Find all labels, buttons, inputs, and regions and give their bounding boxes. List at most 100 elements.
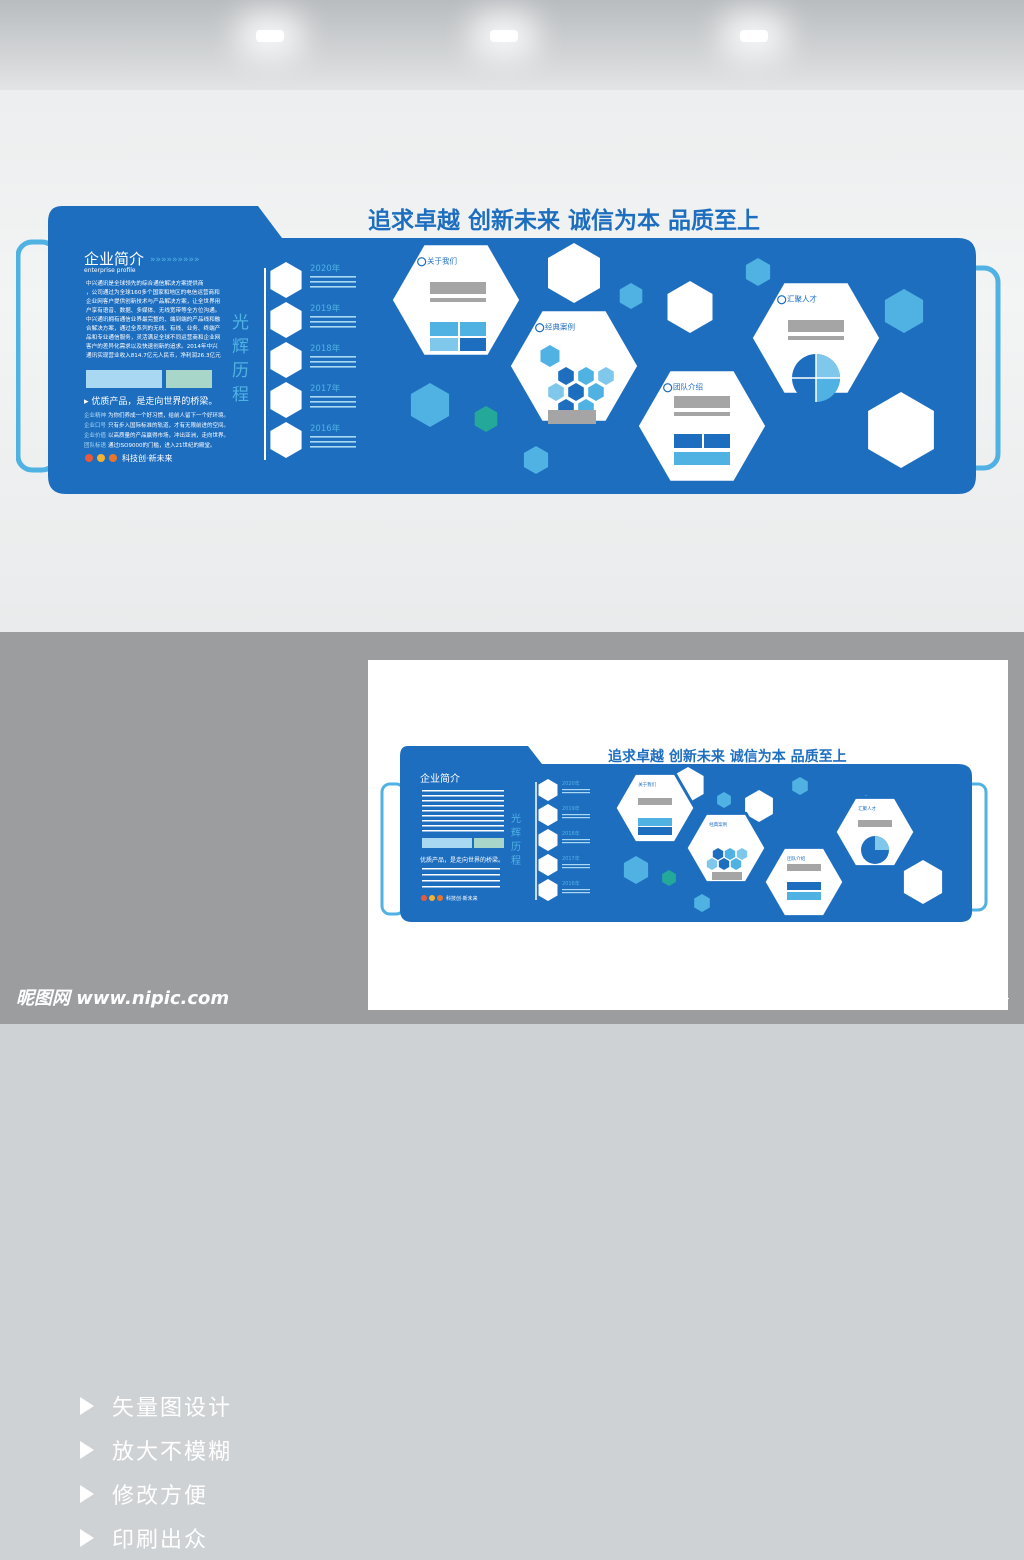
quality-text: 通过ISO9000的门槛，进入21世纪的殿堂。 xyxy=(108,441,215,449)
intro-line: 通讯实现营业收入814.7亿元人民币，净利润26.3亿元 xyxy=(86,351,221,359)
timeline-year: 2018年 xyxy=(562,830,580,837)
timeline-text-line xyxy=(310,321,356,323)
section-hexagon xyxy=(505,306,643,426)
timeline-hexagon xyxy=(270,422,302,458)
timeline-text-line xyxy=(310,276,356,278)
section-label: 经典案例 xyxy=(545,322,575,332)
decorative-hexagon xyxy=(884,289,924,333)
timeline-hexagon xyxy=(270,342,302,378)
svg-text:汇聚人才: 汇聚人才 xyxy=(858,805,876,812)
feature-item: 矢量图设计 xyxy=(80,1384,232,1428)
decorative-hexagon xyxy=(410,383,450,427)
badge-icon xyxy=(97,454,105,462)
history-title: 光 辉 历 程 xyxy=(232,313,249,405)
section-icon xyxy=(663,383,673,393)
slogan: 追求卓越 创新未来 诚信为本 品质至上 xyxy=(368,207,760,234)
svg-text:历: 历 xyxy=(511,841,521,853)
badge-icon xyxy=(109,454,117,462)
timeline-year: 2020年 xyxy=(562,780,580,787)
spotlight xyxy=(256,30,284,42)
quality-key: 企业口号 xyxy=(84,421,107,429)
quality-key: 企业价值 xyxy=(84,431,107,439)
timeline-text-line xyxy=(310,366,356,368)
timeline-year: 2017年 xyxy=(310,383,341,394)
timeline-year: 2016年 xyxy=(310,423,341,434)
timeline-year: 2019年 xyxy=(310,303,341,314)
tagline: 科技创·新未来 xyxy=(122,453,173,463)
quality-text: 为你们养成一个好习惯，给前人留下一个好环境。 xyxy=(108,411,229,419)
section-hexagon xyxy=(613,771,697,845)
svg-text:程: 程 xyxy=(232,385,249,405)
intro-title: 企业简介 xyxy=(84,250,144,268)
honeycomb-cell xyxy=(712,848,724,860)
honeycomb-cell xyxy=(730,858,742,870)
quality-text: 只有步入国际标准的轨道，才有无限前进的空间。 xyxy=(108,421,229,429)
wall-background: 追求卓越 创新未来 诚信为本 品质至上 企业简介 enterprise prof… xyxy=(0,0,1024,632)
feature-item: 修改方便 xyxy=(80,1472,232,1516)
intro-box-blue xyxy=(86,370,162,388)
spotlight xyxy=(740,30,768,42)
decorative-hexagon xyxy=(745,790,773,822)
svg-text:辉: 辉 xyxy=(232,337,249,357)
timeline-text-line xyxy=(310,441,356,443)
svg-text:光: 光 xyxy=(232,313,249,333)
timeline-hexagon xyxy=(270,382,302,418)
svg-text:辉: 辉 xyxy=(511,827,521,839)
timeline-text-line xyxy=(310,401,356,403)
spotlight xyxy=(490,30,518,42)
quality-items: 企业精神为你们养成一个好习惯，给前人留下一个好环境。企业口号只有步入国际标准的轨… xyxy=(84,411,229,449)
svg-text:光: 光 xyxy=(511,812,521,825)
timeline-text-line xyxy=(310,396,356,398)
intro-line: 中兴通讯拥有通信业界最完整的、端到端的产品线和融 xyxy=(86,315,221,323)
decorative-hexagon xyxy=(717,792,731,808)
decorative-hexagon xyxy=(662,870,676,886)
quality-line: ▸ 优质产品，是走向世界的桥梁。 xyxy=(84,395,217,407)
section-talent[interactable]: 汇聚人才 xyxy=(747,278,885,402)
badge-icon xyxy=(85,454,93,462)
quality-line-small: 优质产品，是走向世界的桥梁。 xyxy=(420,856,504,864)
honeycomb-cell xyxy=(588,383,604,401)
decorative-hexagon xyxy=(903,860,943,904)
decorative-hexagon xyxy=(745,258,771,286)
section-team[interactable]: 团队介绍 xyxy=(633,366,771,486)
section-small: 关于我们 xyxy=(613,771,697,845)
timeline-text-line xyxy=(310,281,356,283)
intro-line: ，公司通过为全球160多个国家和地区的电信运营商和 xyxy=(86,288,220,296)
timeline-year: 2020年 xyxy=(310,263,341,274)
decorative-hexagons xyxy=(410,243,934,474)
honeycomb-cell xyxy=(736,848,748,860)
honeycomb-cell xyxy=(558,367,574,385)
intro-line: 品和专业通信服务，灵活满足全球不同运营商和企业网 xyxy=(86,333,221,341)
feature-item: 印刷出众 xyxy=(80,1516,232,1560)
section-label: 关于我们 xyxy=(427,256,457,266)
timeline-text-line xyxy=(310,326,356,328)
honeycomb-cell xyxy=(706,858,718,870)
ceiling xyxy=(0,0,1024,90)
decorative-hexagon xyxy=(667,281,713,333)
feature-list: 矢量图设计 放大不模糊 修改方便 印刷出众 xyxy=(80,1384,232,1560)
decorative-hexagon xyxy=(619,283,643,309)
timeline-text-line xyxy=(310,446,356,448)
section-hexagon xyxy=(633,366,771,486)
section-cases[interactable]: 经典案例 xyxy=(505,306,643,426)
triangle-icon xyxy=(80,1397,94,1415)
timeline-text-line xyxy=(310,361,356,363)
intro-line: 中兴通讯是全球领先的综合通信解决方案提供商 xyxy=(86,279,204,287)
intro-subtitle: enterprise profile xyxy=(84,267,136,274)
section-about[interactable]: 关于我们 xyxy=(387,240,525,360)
culture-wall-small: 追求卓越 创新未来 诚信为本 品质至上 企业简介 优质产品，是走向世界的桥梁。 … xyxy=(380,746,988,922)
svg-text:程: 程 xyxy=(511,855,521,867)
intro-title-small: 企业简介 xyxy=(420,772,460,785)
honeycomb-cell xyxy=(718,858,730,870)
svg-text:科技创·新未来: 科技创·新未来 xyxy=(446,895,478,902)
decorative-hexagon xyxy=(623,856,649,884)
decorative-hexagon xyxy=(868,392,934,468)
quality-text: 以高质量的产品赢得市场，冲出亚洲，走向世界。 xyxy=(108,431,229,439)
site-logo[interactable]: 昵图网 www.nipic.com xyxy=(16,988,230,1009)
triangle-icon xyxy=(80,1441,94,1459)
section-icon xyxy=(535,323,545,333)
intro-line: 户享有语音、数据、多媒体、无线宽带等全方位沟通。 xyxy=(86,306,220,314)
section-label: 汇聚人才 xyxy=(787,294,817,304)
